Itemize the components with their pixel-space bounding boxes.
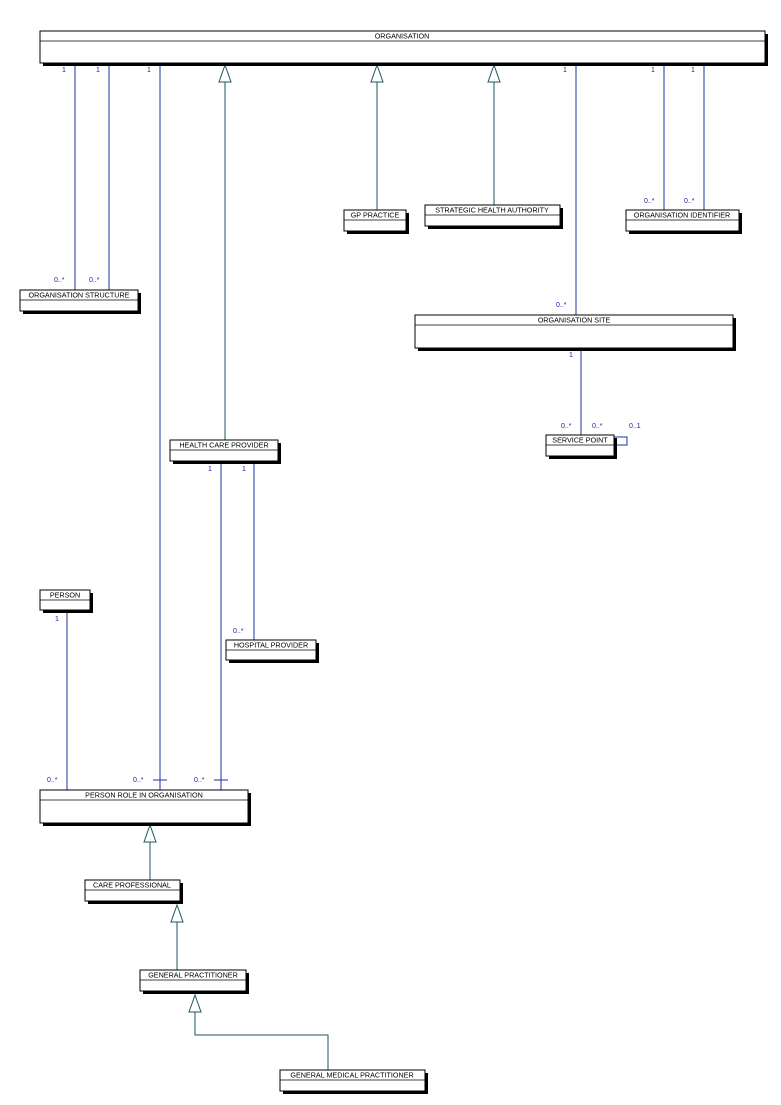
- class-care-professional-name: CARE PROFESSIONAL: [93, 881, 171, 890]
- mult-identifier-1-end: 0..*: [644, 198, 655, 205]
- mult-org-structure-1-org: 1: [62, 67, 66, 74]
- gen-hcp-org-arrowhead: [218, 63, 232, 83]
- gen-gmp-gp: [194, 1012, 329, 1070]
- association-lines: [66, 64, 705, 790]
- mult-hcp-hospital-hcp: 1: [242, 466, 246, 473]
- gen-gp-practice-org-arrowhead: [370, 63, 384, 83]
- mult-org-structure-2-org: 1: [96, 67, 100, 74]
- mult-org-structure-1-end: 0..*: [54, 277, 65, 284]
- mult-service-point-self-optional: 0..1: [629, 423, 641, 430]
- class-organisation-structure-name: ORGANISATION STRUCTURE: [29, 291, 130, 300]
- class-person: PERSON: [39, 589, 93, 613]
- mult-identifier-1-org: 1: [651, 67, 655, 74]
- mult-identifier-2-end: 0..*: [684, 198, 695, 205]
- mult-person-role-from-org: 0..*: [133, 777, 144, 784]
- class-strategic-health-authority-name: STRATEGIC HEALTH AUTHORITY: [435, 206, 549, 215]
- mult-service-point-end: 0..*: [561, 423, 572, 430]
- class-gp-practice-name: GP PRACTICE: [351, 211, 400, 220]
- class-organisation-site: ORGANISATION SITE: [414, 314, 736, 351]
- multiplicity-labels: 1 1 1 1 1 1 0..* 0..* 0..* 0..* 0..* 1 0…: [47, 67, 695, 784]
- class-strategic-health-authority: STRATEGIC HEALTH AUTHORITY: [424, 204, 563, 229]
- mult-person-person-role-person: 1: [55, 616, 59, 623]
- mult-site-org: 1: [563, 67, 567, 74]
- class-organisation-name: ORGANISATION: [375, 32, 430, 41]
- generalisation-lines: [143, 63, 501, 1070]
- class-hospital-provider-name: HOSPITAL PROVIDER: [234, 641, 308, 650]
- mult-service-point-self-many: 0..*: [592, 423, 603, 430]
- class-organisation-identifier: ORGANISATION IDENTIFIER: [625, 209, 742, 234]
- mult-site-end: 0..*: [556, 302, 567, 309]
- class-person-role-in-organisation: PERSON ROLE IN ORGANISATION: [39, 789, 251, 826]
- class-general-medical-practitioner-name: GENERAL MEDICAL PRACTITIONER: [290, 1071, 413, 1080]
- gen-gp-care-prof-arrowhead: [170, 903, 184, 923]
- mult-identifier-2-org: 1: [691, 67, 695, 74]
- mult-person-role-from-hcp: 0..*: [194, 777, 205, 784]
- mult-hcp-hospital-end: 0..*: [233, 628, 244, 635]
- class-hospital-provider: HOSPITAL PROVIDER: [225, 639, 319, 663]
- class-organisation-identifier-name: ORGANISATION IDENTIFIER: [634, 211, 731, 220]
- class-gp-practice: GP PRACTICE: [343, 209, 409, 234]
- class-care-professional: CARE PROFESSIONAL: [84, 879, 183, 904]
- class-general-practitioner-name: GENERAL PRACTITIONER: [148, 971, 238, 980]
- mult-person-role-org: 1: [147, 67, 151, 74]
- gen-sha-org-arrowhead: [487, 63, 501, 83]
- gen-gmp-gp-arrowhead: [188, 993, 202, 1013]
- class-person-name: PERSON: [50, 591, 80, 600]
- mult-site-service-point-site: 1: [569, 352, 573, 359]
- class-service-point-name: SERVICE POINT: [552, 436, 608, 445]
- class-person-role-in-organisation-name: PERSON ROLE IN ORGANISATION: [85, 791, 203, 800]
- mult-hcp-person-role-hcp: 1: [208, 466, 212, 473]
- class-service-point: SERVICE POINT: [545, 434, 617, 459]
- assoc-service-point-self: [614, 436, 628, 446]
- class-health-care-provider-name: HEALTH CARE PROVIDER: [179, 441, 268, 450]
- mult-person-role-from-person: 0..*: [47, 777, 58, 784]
- class-general-practitioner: GENERAL PRACTITIONER: [139, 969, 249, 994]
- class-health-care-provider: HEALTH CARE PROVIDER: [169, 439, 281, 464]
- class-general-medical-practitioner: GENERAL MEDICAL PRACTITIONER: [279, 1069, 428, 1094]
- gen-care-prof-person-role-arrowhead: [143, 823, 157, 843]
- class-organisation-structure: ORGANISATION STRUCTURE: [19, 289, 141, 314]
- class-organisation-site-name: ORGANISATION SITE: [538, 316, 611, 325]
- mult-org-structure-2-end: 0..*: [89, 277, 100, 284]
- class-organisation: ORGANISATION: [39, 30, 768, 66]
